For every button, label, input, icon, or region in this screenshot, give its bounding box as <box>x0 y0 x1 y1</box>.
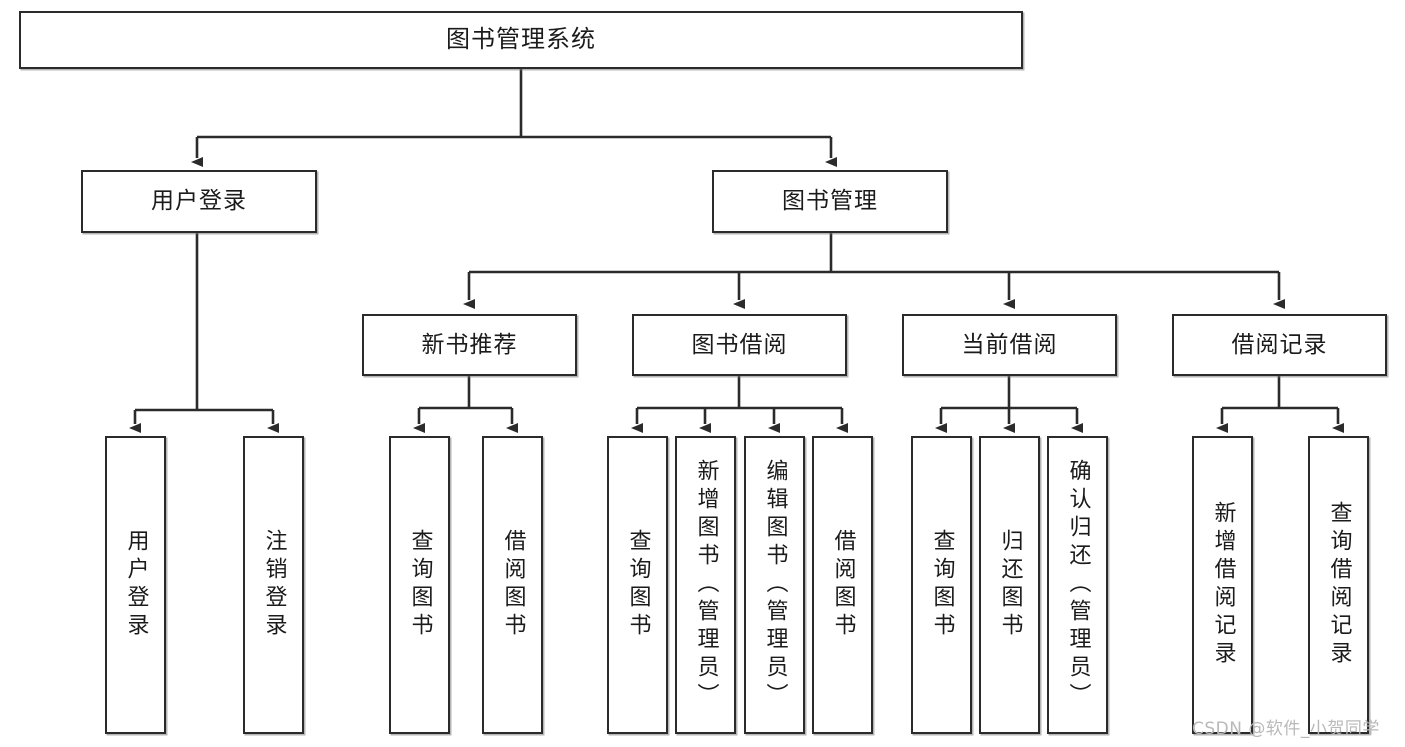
node-label: 查询图书 <box>407 529 433 641</box>
leaf-query-book-recommend[interactable]: 查询图书 <box>389 436 450 734</box>
node-label: 新书推荐 <box>421 331 518 358</box>
leaf-add-book-admin[interactable]: 新增图书（管理员） <box>675 436 736 734</box>
leaf-return-book[interactable]: 归还图书 <box>979 436 1040 734</box>
leaf-query-book-borrow[interactable]: 查询图书 <box>607 436 668 734</box>
node-label: 归还图书 <box>997 529 1023 641</box>
node-book-management[interactable]: 图书管理 <box>712 170 948 233</box>
node-label: 新增借阅记录 <box>1210 501 1236 669</box>
node-label: 查询图书 <box>625 529 651 641</box>
node-label: 确认归还（管理员） <box>1065 459 1091 711</box>
node-label: 编辑图书（管理员） <box>762 459 788 711</box>
node-book-borrow[interactable]: 图书借阅 <box>632 314 847 376</box>
node-label: 图书借阅 <box>691 331 788 358</box>
leaf-borrow-book-recommend[interactable]: 借阅图书 <box>482 436 543 734</box>
leaf-query-borrow-record[interactable]: 查询借阅记录 <box>1308 436 1369 734</box>
node-borrow-record[interactable]: 借阅记录 <box>1172 314 1387 376</box>
leaf-confirm-return-admin[interactable]: 确认归还（管理员） <box>1047 436 1108 734</box>
node-current-borrow[interactable]: 当前借阅 <box>902 314 1117 376</box>
node-label: 图书管理系统 <box>446 25 596 54</box>
node-label: 注销登录 <box>261 529 287 641</box>
node-label: 用户登录 <box>151 188 247 215</box>
node-label: 新增图书（管理员） <box>693 459 719 711</box>
leaf-edit-book-admin[interactable]: 编辑图书（管理员） <box>744 436 805 734</box>
leaf-query-book-current[interactable]: 查询图书 <box>911 436 972 734</box>
node-label: 图书管理 <box>782 188 878 215</box>
node-label: 查询图书 <box>929 529 955 641</box>
node-label: 借阅图书 <box>830 529 856 641</box>
node-label: 当前借阅 <box>961 331 1058 358</box>
leaf-user-login[interactable]: 用户登录 <box>105 436 166 734</box>
node-label: 用户登录 <box>123 529 149 641</box>
leaf-logout[interactable]: 注销登录 <box>243 436 304 734</box>
node-root-book-management-system[interactable]: 图书管理系统 <box>19 11 1023 69</box>
node-label: 借阅图书 <box>500 529 526 641</box>
csdn-watermark: CSDN @软件_小贺同学 <box>1192 719 1380 739</box>
node-new-book-recommend[interactable]: 新书推荐 <box>362 314 577 376</box>
node-label: 借阅记录 <box>1231 331 1328 358</box>
leaf-add-borrow-record[interactable]: 新增借阅记录 <box>1192 436 1253 734</box>
leaf-borrow-book[interactable]: 借阅图书 <box>812 436 873 734</box>
node-user-login[interactable]: 用户登录 <box>81 170 317 233</box>
node-label: 查询借阅记录 <box>1326 501 1352 669</box>
